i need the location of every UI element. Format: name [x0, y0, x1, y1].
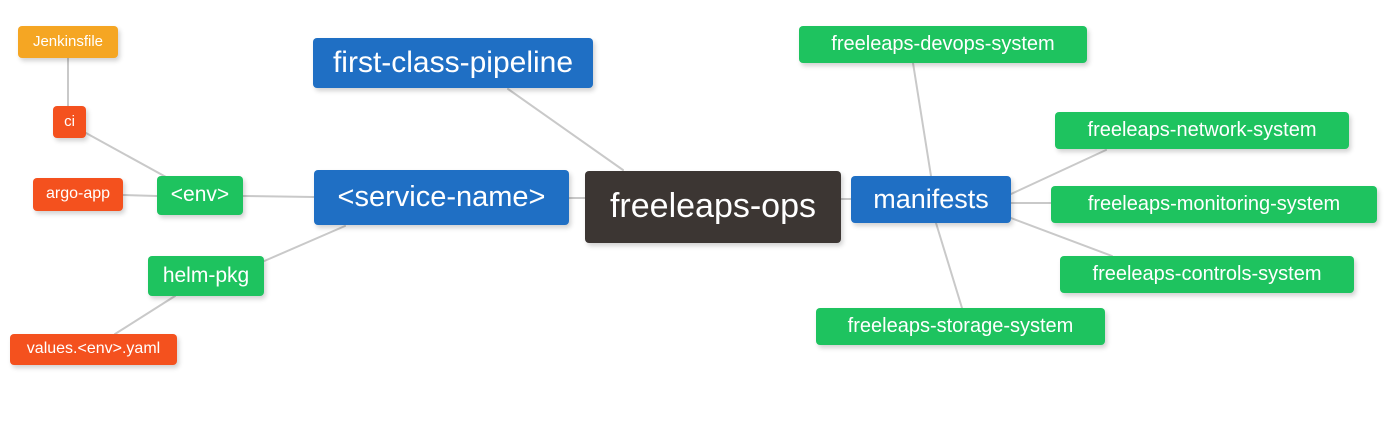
- node-label: <service-name>: [337, 181, 546, 214]
- node-label: first-class-pipeline: [332, 46, 574, 80]
- node-label: freeleaps-controls-system: [1092, 263, 1322, 285]
- node-values-yaml[interactable]: values.<env>.yaml: [10, 334, 177, 365]
- node-freeleaps-storage-system[interactable]: freeleaps-storage-system: [816, 308, 1105, 345]
- edge-argo-app-to-env: [122, 194, 158, 197]
- edge-ci-to-env: [85, 132, 167, 178]
- node-label: freeleaps-ops: [609, 187, 816, 226]
- node-freeleaps-ops[interactable]: freeleaps-ops: [585, 171, 841, 243]
- node-service-name[interactable]: <service-name>: [314, 170, 569, 225]
- node-label: ci: [64, 113, 75, 131]
- node-first-class-pipeline[interactable]: first-class-pipeline: [313, 38, 593, 88]
- node-label: freeleaps-devops-system: [831, 33, 1055, 55]
- edge-env-to-service-name: [242, 195, 315, 198]
- node-label: values.<env>.yaml: [26, 340, 161, 358]
- node-label: Jenkinsfile: [32, 33, 104, 51]
- node-argo-app[interactable]: argo-app: [33, 178, 123, 211]
- node-jenkinsfile[interactable]: Jenkinsfile: [18, 26, 118, 58]
- node-label: <env>: [170, 183, 230, 207]
- node-freeleaps-devops-system[interactable]: freeleaps-devops-system: [799, 26, 1087, 63]
- node-helm-pkg[interactable]: helm-pkg: [148, 256, 264, 296]
- edge-manifests-to-freeleaps-devops-system: [912, 62, 932, 177]
- edge-first-class-pipeline-to-freeleaps-ops: [507, 88, 624, 171]
- node-label: freeleaps-storage-system: [847, 315, 1074, 337]
- node-ci[interactable]: ci: [53, 106, 86, 138]
- node-freeleaps-network-system[interactable]: freeleaps-network-system: [1055, 112, 1349, 149]
- node-label: manifests: [873, 184, 989, 215]
- node-label: freeleaps-monitoring-system: [1087, 193, 1341, 215]
- node-freeleaps-monitoring-system[interactable]: freeleaps-monitoring-system: [1051, 186, 1377, 223]
- edge-helm-pkg-to-values-yaml: [114, 295, 176, 335]
- node-freeleaps-controls-system[interactable]: freeleaps-controls-system: [1060, 256, 1354, 293]
- node-manifests[interactable]: manifests: [851, 176, 1011, 223]
- node-label: argo-app: [45, 185, 111, 203]
- edge-manifests-to-freeleaps-storage-system: [935, 222, 963, 309]
- edge-manifests-to-freeleaps-controls-system: [1010, 217, 1113, 257]
- edge-service-name-to-helm-pkg: [261, 225, 346, 263]
- node-label: freeleaps-network-system: [1087, 119, 1317, 141]
- node-env[interactable]: <env>: [157, 176, 243, 215]
- node-label: helm-pkg: [162, 263, 250, 287]
